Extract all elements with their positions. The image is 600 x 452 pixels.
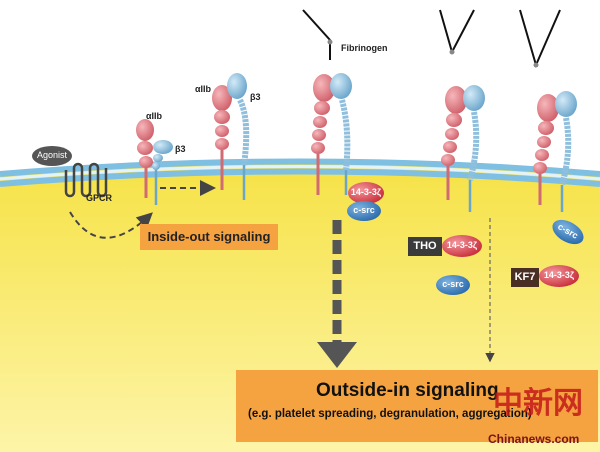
protein-1433-kf7 <box>539 265 579 287</box>
watermark-site: Chinanews.com <box>488 432 580 446</box>
integrin-4 <box>439 9 485 212</box>
integrin-fibrinogen-bound <box>302 9 352 195</box>
membrane-inner <box>0 168 600 187</box>
watermark-chinese: 中新网 <box>493 387 583 420</box>
protein-1433-label-3: 14-3-3ζ <box>543 270 575 280</box>
b3-label-2: β3 <box>250 92 261 102</box>
big-arrow-head <box>317 342 357 368</box>
protein-1433-bound <box>348 182 384 204</box>
integrin-extended <box>212 73 250 200</box>
csrc-bound-5 <box>552 219 584 245</box>
fibrinogen-label: Fibrinogen <box>341 43 388 53</box>
inside-out-box: Inside-out signaling <box>140 224 278 250</box>
gpcr-shape <box>64 162 108 198</box>
protein-1433-label-2: 14-3-3ζ <box>446 240 478 250</box>
agonist-shape <box>32 146 72 166</box>
protein-1433-tho <box>442 235 482 257</box>
protein-1433-label-1: 14-3-3ζ <box>350 187 382 197</box>
csrc-bound <box>347 201 381 221</box>
tho-tag: THO <box>408 237 442 256</box>
csrc-label-2: c-src <box>442 279 464 289</box>
agonist-label: Agonist <box>37 150 68 160</box>
csrc-free <box>436 275 470 295</box>
membrane-outer <box>0 158 600 177</box>
integrin-bent <box>136 119 173 205</box>
csrc-label-1: c-src <box>353 205 375 215</box>
gpcr-curved-arrow <box>69 211 153 239</box>
b3-label-1: β3 <box>175 144 186 154</box>
kf7-tag: KF7 <box>511 268 539 287</box>
aiib-label-1: αIIb <box>146 111 163 121</box>
outside-in-title: Outside-in signaling <box>316 380 499 401</box>
outside-in-box: Outside-in signaling (e.g. platelet spre… <box>236 370 598 442</box>
outside-in-subtitle: (e.g. platelet spreading, degranulation,… <box>248 408 532 420</box>
integrin-5 <box>519 9 577 212</box>
gpcr-label: GPCR <box>86 193 113 203</box>
aiib-label-2: αIIb <box>195 84 212 94</box>
